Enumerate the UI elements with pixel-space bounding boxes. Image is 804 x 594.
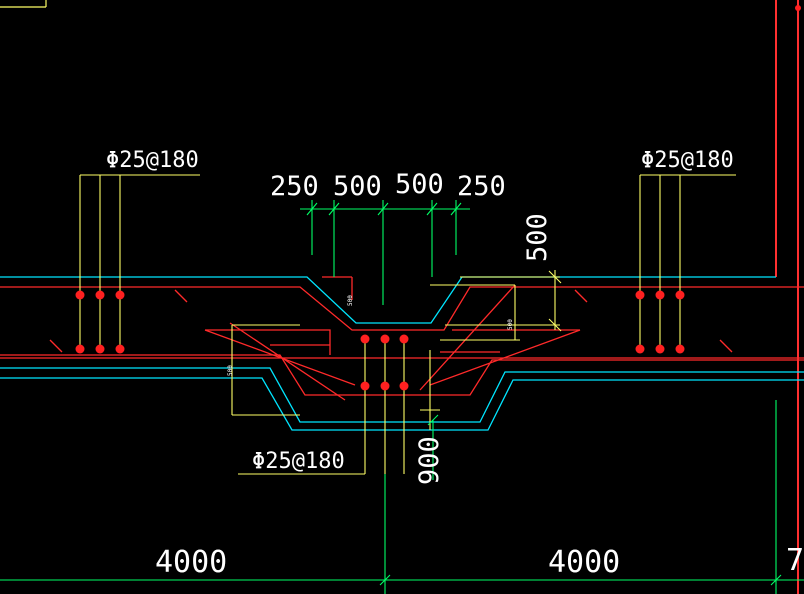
rebar-dot (635, 344, 645, 354)
top-dim-250-left: 250 (270, 171, 319, 202)
rebar-dot (75, 344, 85, 354)
top-dim-500-left: 500 (333, 171, 382, 202)
pit-inner-left (205, 329, 331, 355)
top-dim-250-right: 250 (457, 171, 506, 202)
rebar-dot (655, 290, 665, 300)
rebar-dot (675, 290, 685, 300)
frame-corner-dot (795, 5, 801, 11)
rebar-dot (115, 344, 125, 354)
diag-left-2 (229, 322, 346, 401)
dimension-lines (0, 200, 804, 594)
concrete-outline (0, 276, 804, 401)
depth-dim-900: 900 (414, 436, 445, 485)
slab-bottom-edge-inner (0, 377, 804, 431)
rebar-dots (75, 290, 685, 391)
diag-right-2 (419, 284, 516, 391)
small-dim-a: 500 (347, 295, 354, 306)
bottom-rebar-layer (0, 354, 804, 396)
rebar-dot (115, 290, 125, 300)
rebar-label-left: Φ25@180 (106, 148, 199, 173)
axis-dim-right: 4000 (548, 545, 620, 580)
rebar-dot (399, 381, 409, 391)
slab-edges (0, 276, 804, 431)
axis-dim-edge: 7 (786, 543, 804, 578)
rebar-label-right: Φ25@180 (641, 148, 734, 173)
rebar-dot (75, 290, 85, 300)
rebar-leaders (79, 174, 736, 475)
diag-right-1 (429, 329, 581, 386)
rebar-dot (399, 334, 409, 344)
top-rebar-layer (0, 286, 804, 331)
rebar-dot (360, 381, 370, 391)
axis-dim-left: 4000 (155, 545, 227, 580)
rebar-label-bottom: Φ25@180 (252, 449, 345, 474)
slab-bottom-edge-outer (0, 367, 804, 423)
rebar-dot (635, 290, 645, 300)
small-dim-b: 500 (507, 319, 514, 330)
rebar-dot (380, 381, 390, 391)
rebar-dot (95, 290, 105, 300)
small-dim-c: 500 (227, 365, 234, 376)
rebar-dot (95, 344, 105, 354)
rebar-dot (380, 334, 390, 344)
rebar-dot (675, 344, 685, 354)
side-dim-500: 500 (522, 213, 553, 262)
rebar-dot (360, 334, 370, 344)
diag-left-1 (204, 329, 356, 386)
rebar-dot (655, 344, 665, 354)
top-dim-500-right: 500 (395, 169, 444, 200)
